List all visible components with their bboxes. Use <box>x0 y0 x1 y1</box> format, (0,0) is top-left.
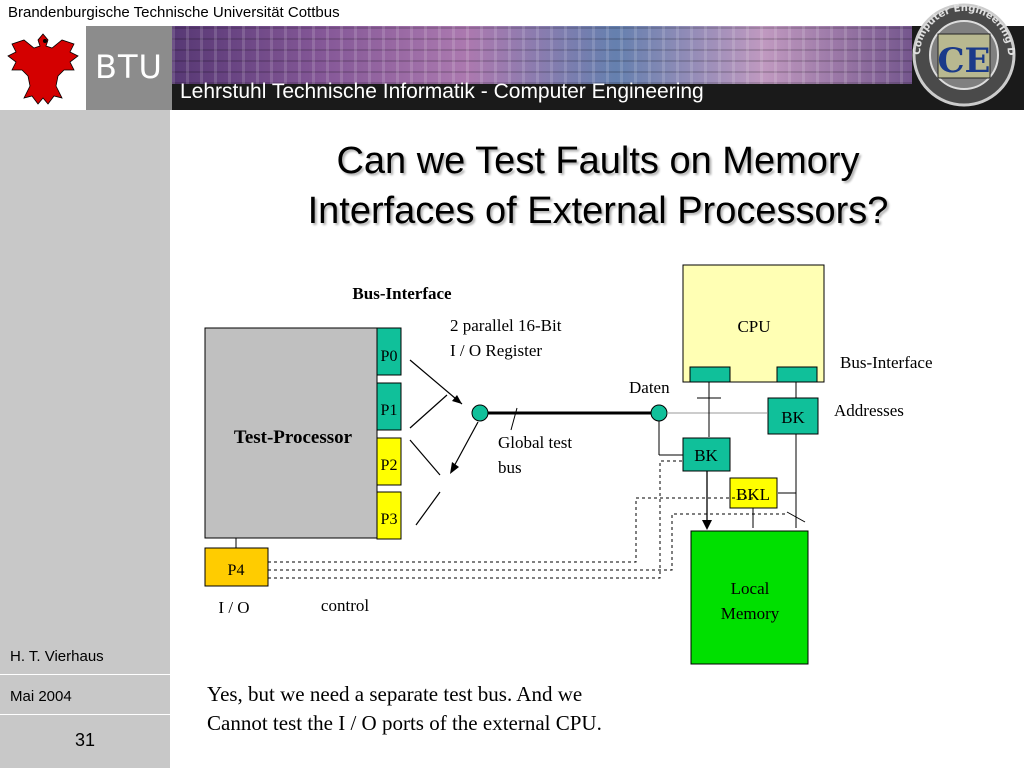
btu-logo: BTU <box>86 26 172 110</box>
register-label-line-2: I / O Register <box>450 341 542 360</box>
bk-left-label: BK <box>694 446 718 465</box>
bus-interface-top-label: Bus-Interface <box>352 284 452 303</box>
port-p4-label: P4 <box>228 562 245 579</box>
bkl-box <box>729 477 778 509</box>
p0-arrow <box>409 359 463 405</box>
register-label-line-1: 2 parallel 16-Bit <box>450 316 562 335</box>
university-title: Brandenburgische Technische Universität … <box>8 4 340 21</box>
bkl-label: BKL <box>736 485 770 504</box>
io-label: I / O <box>218 598 249 617</box>
caption-line-2: Cannot test the I / O ports of the exter… <box>207 711 602 735</box>
ce-letters: CE <box>938 41 991 81</box>
memory-label-line-1: Local <box>731 579 770 598</box>
port-p1-label: P1 <box>381 402 398 419</box>
control-label: control <box>321 596 369 615</box>
eagle-icon <box>7 33 79 105</box>
cpu-port-right <box>776 366 818 383</box>
port-p0-label: P0 <box>381 348 398 365</box>
address-tick <box>786 511 806 523</box>
port-p2-label: P2 <box>381 457 398 474</box>
chair-label: Lehrstuhl Technische Informatik - Comput… <box>180 80 704 103</box>
bus-interface-right-label: Bus-Interface <box>840 353 933 372</box>
bus-node-right <box>650 404 668 422</box>
sidebar-divider <box>0 714 170 715</box>
date-label: Mai 2004 <box>10 688 72 705</box>
p1-line <box>409 394 448 429</box>
page-number: 31 <box>74 730 96 750</box>
port-p2 <box>376 437 402 486</box>
p2-arrow <box>451 421 479 471</box>
global-bus-label-line-2: bus <box>498 458 522 477</box>
caption-line-1: Yes, but we need a separate test bus. An… <box>207 682 583 706</box>
bk-right <box>767 397 819 435</box>
control-lines <box>268 460 787 579</box>
control-line-bk <box>268 460 683 579</box>
test-processor-label: Test-Processor <box>234 427 353 448</box>
author-name: H. T. Vierhaus <box>10 648 104 665</box>
sidebar: H. T. Vierhaus Mai 2004 31 <box>0 110 170 768</box>
slide-title: Can we Test Faults on Memory Interfaces … <box>172 136 1024 236</box>
p3-line <box>415 491 441 526</box>
sidebar-divider <box>0 674 170 675</box>
addresses-label: Addresses <box>834 401 904 420</box>
arrow-head <box>452 395 462 404</box>
btu-text: BTU <box>95 48 163 86</box>
port-p4 <box>204 547 269 587</box>
bk-right-label: BK <box>781 408 805 427</box>
control-line-address <box>268 513 787 571</box>
ce-logo-icon: CE Computer Engineering Dept. BTU Cottbu… <box>906 2 1016 107</box>
bk-left <box>682 437 731 472</box>
memory-label-line-2: Memory <box>721 604 780 623</box>
cpu-box <box>682 264 825 383</box>
cpu-label: CPU <box>737 317 770 336</box>
chip-image <box>172 26 912 84</box>
arrow-head <box>450 462 459 474</box>
title-line-1: Can we Test Faults on Memory <box>336 140 860 182</box>
title-line-2: Interfaces of External Processors? <box>307 190 889 232</box>
bus-tick <box>510 407 518 431</box>
test-processor-box <box>204 327 378 539</box>
global-bus-label-line-1: Global test <box>498 433 572 452</box>
port-p0 <box>376 327 402 376</box>
port-p1 <box>376 382 402 431</box>
daten-label: Daten <box>629 378 670 397</box>
p2-line <box>409 439 441 476</box>
arrow-head <box>702 520 712 530</box>
port-p3-label: P3 <box>381 511 398 528</box>
bus-node-left <box>471 404 489 422</box>
slide-caption: Yes, but we need a separate test bus. An… <box>207 680 602 738</box>
local-memory-box <box>690 530 809 665</box>
cpu-port-left <box>689 366 731 383</box>
port-p3 <box>376 491 402 540</box>
